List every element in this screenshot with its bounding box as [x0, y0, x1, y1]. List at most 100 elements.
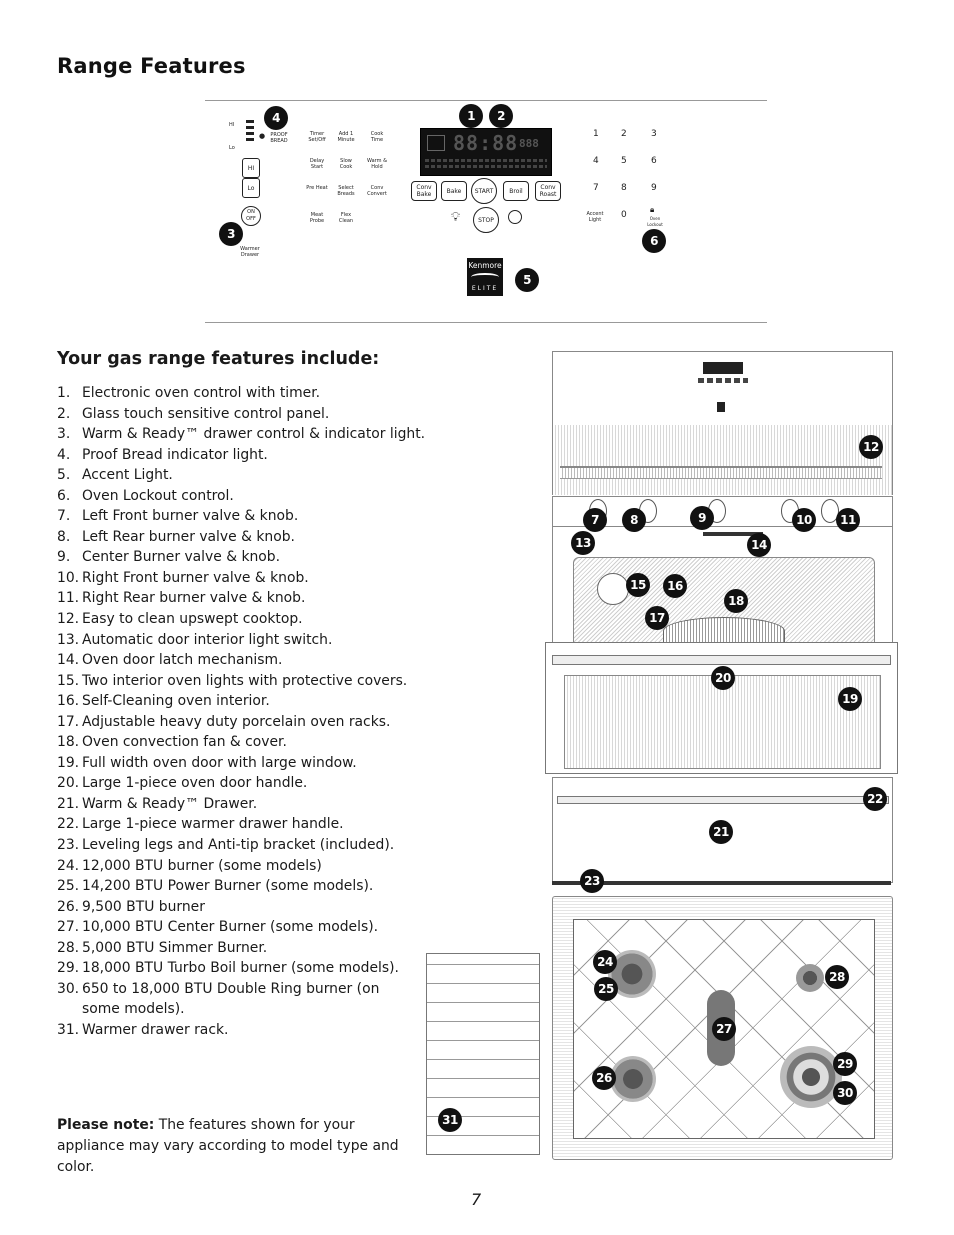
warmer-lo-key[interactable]: Lo: [242, 178, 260, 198]
callout-23: 23: [580, 869, 604, 893]
feature-text: Large 1-piece oven door handle.: [82, 775, 308, 792]
indicator-dot-icon: ●: [259, 132, 266, 140]
key-2[interactable]: 2: [621, 129, 627, 139]
feature-number: 2.: [57, 405, 71, 422]
page-number: 7: [471, 1190, 482, 1209]
key-5[interactable]: 5: [621, 156, 627, 166]
feature-text: Accent Light.: [82, 467, 173, 484]
warmer-hi-key[interactable]: HI: [242, 158, 260, 178]
grate-edge: [560, 466, 882, 479]
burner-right-rear: [796, 964, 824, 992]
warmer-on-off-key[interactable]: ON OFF: [241, 206, 261, 226]
feature-text: Leveling legs and Anti-tip bracket (incl…: [82, 837, 395, 854]
feature-number: 7.: [57, 508, 71, 525]
cook-time-key[interactable]: Cook Time: [370, 131, 384, 143]
feature-item: 22.Large 1-piece warmer drawer handle.: [57, 814, 425, 835]
feature-item: 4. Proof Bread indicator light.: [57, 445, 425, 466]
feature-text: 14,200 BTU Power Burner (some models).: [82, 878, 374, 895]
conv-bake-button[interactable]: Conv Bake: [411, 181, 437, 201]
feature-item: 18.Oven convection fan & cover.: [57, 732, 425, 753]
feature-item: 17.Adjustable heavy duty porcelain oven …: [57, 712, 425, 733]
callout-7: 7: [583, 508, 607, 532]
bake-button[interactable]: Bake: [441, 181, 467, 201]
feature-number: 5.: [57, 467, 71, 484]
feature-text: Electronic oven control with timer.: [82, 385, 321, 401]
key-0[interactable]: 0: [621, 210, 627, 220]
key-3[interactable]: 3: [651, 129, 657, 139]
callout-8: 8: [622, 508, 646, 532]
timer-set-off-key[interactable]: Timer Set/Off: [308, 131, 326, 143]
display-digits: 88:88: [453, 131, 519, 155]
callout-25: 25: [594, 977, 618, 1001]
oven-light-cover: [597, 573, 629, 605]
feature-text: Proof Bread indicator light.: [82, 446, 268, 463]
oven-frame: [552, 526, 893, 645]
add-minute-key[interactable]: Add 1 Minute: [337, 131, 355, 143]
feature-text: 650 to 18,000 BTU Double Ring burner (on…: [82, 980, 380, 1018]
key-7[interactable]: 7: [593, 183, 599, 193]
warm-hold-key[interactable]: Warm & Hold: [366, 158, 387, 170]
key-4[interactable]: 4: [593, 156, 599, 166]
lo-label: Lo: [229, 145, 235, 151]
start-button[interactable]: START: [471, 178, 497, 204]
probe-icon: [508, 210, 522, 224]
feature-item: 23.Leveling legs and Anti-tip bracket (i…: [57, 835, 425, 856]
feature-number: 4.: [57, 446, 71, 463]
pre-heat-key[interactable]: Pre Heat: [306, 185, 328, 191]
conv-roast-button[interactable]: Conv Roast: [535, 181, 561, 201]
feature-number: 22.: [57, 816, 80, 833]
divider-bottom: [205, 322, 767, 323]
feature-text: 5,000 BTU Simmer Burner.: [82, 939, 268, 956]
meat-probe-key[interactable]: Meat Probe: [309, 212, 325, 224]
feature-item: 1. Electronic oven control with timer.: [57, 383, 425, 404]
key-9[interactable]: 9: [651, 183, 657, 193]
feature-item: 13.Automatic door interior light switch.: [57, 630, 425, 651]
feature-item: 12.Easy to clean upswept cooktop.: [57, 609, 425, 630]
key-1[interactable]: 1: [593, 129, 599, 139]
display-legend-2: [425, 165, 547, 168]
callout-10: 10: [792, 508, 816, 532]
feature-number: 6.: [57, 487, 71, 504]
cooktop-surface: [552, 425, 893, 495]
range-backguard: [552, 351, 893, 427]
feature-item: 11.Right Rear burner valve & knob.: [57, 588, 425, 609]
feature-text: 9,500 BTU burner: [82, 898, 205, 915]
conv-convert-key[interactable]: Conv Convert: [367, 185, 387, 197]
broil-button[interactable]: Broil: [503, 181, 529, 201]
select-breads-key[interactable]: Select Breads: [337, 185, 355, 197]
key-8[interactable]: 8: [621, 183, 627, 193]
accent-light-key[interactable]: Accent Light: [586, 211, 604, 223]
slow-cook-key[interactable]: Slow Cook: [339, 158, 353, 170]
feature-item: 30.650 to 18,000 BTU Double Ring burner …: [57, 979, 387, 1020]
feature-text: Full width oven door with large window.: [82, 754, 357, 771]
burner-left-front: [610, 1056, 656, 1102]
feature-text: Oven Lockout control.: [82, 487, 234, 504]
feature-text: Automatic door interior light switch.: [82, 631, 333, 648]
kenmore-logo: Kenmore ELITE: [467, 258, 503, 296]
oven-lockout-key[interactable]: Oven Lockout: [647, 216, 663, 227]
feature-text: Center Burner valve & knob.: [82, 549, 281, 566]
lock-icon: 🔒︎: [650, 205, 655, 214]
stop-button[interactable]: STOP: [473, 207, 499, 233]
feature-number: 1.: [57, 385, 71, 401]
callout-21: 21: [709, 820, 733, 844]
feature-item: 5. Accent Light.: [57, 465, 425, 486]
feature-text: Right Rear burner valve & knob.: [82, 590, 306, 607]
flex-clean-key[interactable]: Flex Clean: [338, 212, 354, 224]
feature-number: 29.: [57, 960, 80, 977]
feature-number: 20.: [57, 775, 80, 792]
feature-number: 15.: [57, 672, 80, 689]
feature-text: Oven convection fan & cover.: [82, 734, 287, 751]
feature-number: 27.: [57, 919, 80, 936]
callout-22: 22: [863, 787, 887, 811]
feature-item: 16.Self-Cleaning oven interior.: [57, 691, 425, 712]
key-6[interactable]: 6: [651, 156, 657, 166]
proof-bread-label: PROOF BREAD: [270, 132, 288, 144]
feature-text: 12,000 BTU burner (some models): [82, 857, 322, 874]
feature-text: Warmer drawer rack.: [82, 1021, 229, 1038]
section-heading: Your gas range features include:: [57, 349, 380, 369]
mini-display: [703, 362, 743, 374]
delay-start-key[interactable]: Delay Start: [309, 158, 325, 170]
display-legend: [425, 159, 547, 162]
feature-text: Right Front burner valve & knob.: [82, 569, 309, 586]
